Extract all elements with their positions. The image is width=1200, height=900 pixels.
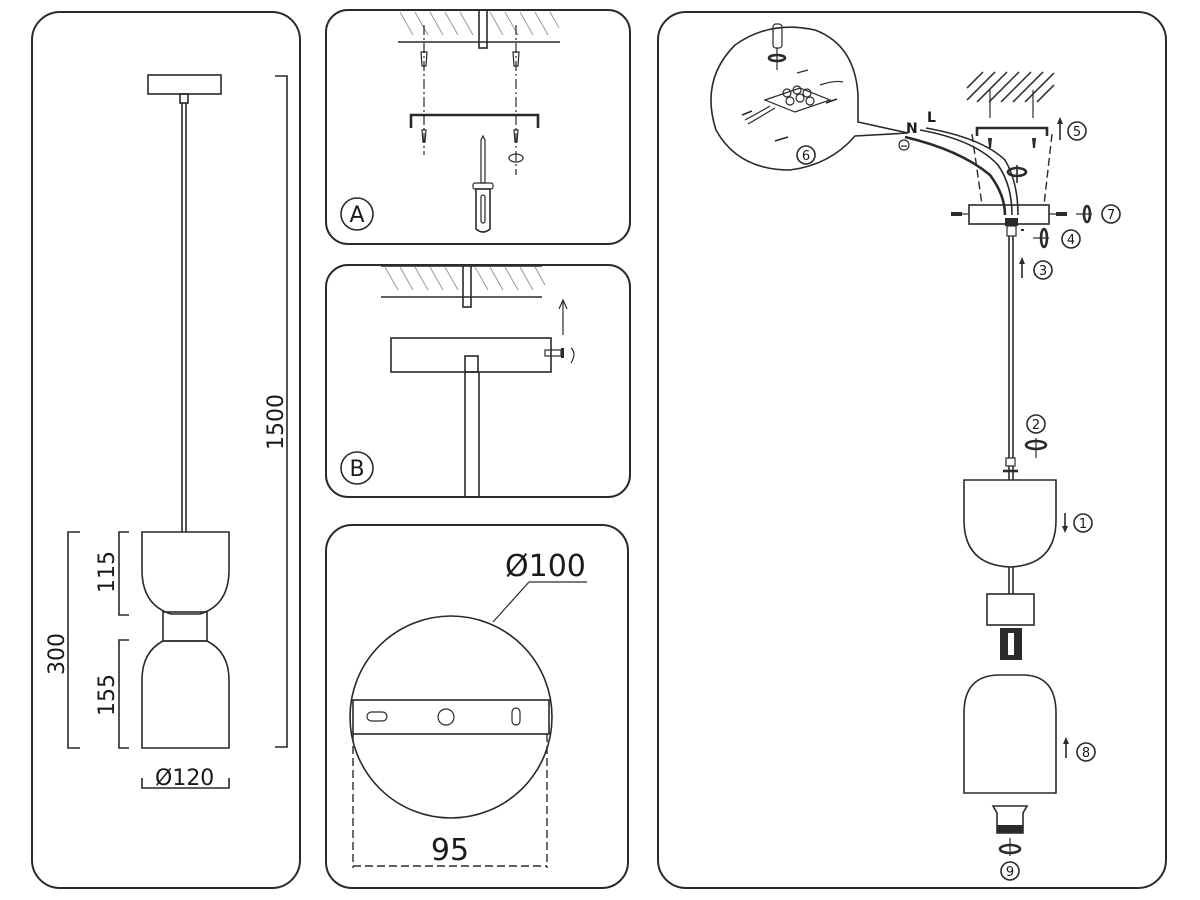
lower-shade xyxy=(141,640,230,749)
dim-upper-shade: 115 xyxy=(95,551,120,593)
wall-anchor-icon xyxy=(512,51,520,67)
step-4-badge xyxy=(1061,229,1081,249)
assembly-panel: 6 5 N L xyxy=(657,11,1167,889)
ceiling-hatch xyxy=(966,71,1055,103)
dim-line-upper xyxy=(118,531,129,616)
step-9-label: 9 xyxy=(1006,865,1014,880)
mounting-strip xyxy=(352,699,550,735)
screwdriver-icon xyxy=(772,23,783,70)
lamp-socket xyxy=(986,593,1035,626)
upper-shade xyxy=(141,531,230,615)
screw-icon xyxy=(513,129,519,143)
ceiling-hatch xyxy=(384,266,546,291)
side-screw-icon xyxy=(951,212,962,216)
cable-grip xyxy=(1006,225,1017,237)
step-6-badge xyxy=(796,145,816,165)
screw-icon xyxy=(988,138,992,148)
step-b-label: B xyxy=(349,457,364,482)
insert-arrow-icon xyxy=(774,136,789,142)
screw-icon xyxy=(421,129,427,143)
insert-arrow-icon xyxy=(825,98,838,104)
canopy-circle xyxy=(349,615,553,819)
ceiling-wire-hole xyxy=(478,9,488,49)
mounting-bracket xyxy=(409,113,540,128)
cord-grip xyxy=(1005,457,1016,467)
dim-shade-diameter: Ø120 xyxy=(155,766,214,791)
step-a-label: A xyxy=(349,203,364,228)
insert-arrow-icon xyxy=(796,69,809,74)
canopy-grip xyxy=(179,93,189,104)
step-5-badge xyxy=(1067,121,1087,141)
wiring-detail-bubble xyxy=(710,26,909,171)
step-b-panel: B xyxy=(325,264,631,498)
slot-hole xyxy=(511,707,521,726)
screwdriver-icon xyxy=(472,134,494,233)
ceiling-wire-hole xyxy=(462,264,472,308)
step-8-badge xyxy=(1076,742,1096,762)
cable-gland xyxy=(1005,218,1018,226)
dim-line-total xyxy=(275,75,288,748)
dim-total-length: 1500 xyxy=(264,394,289,450)
upper-shade xyxy=(963,479,1057,568)
neutral-wire-label: N xyxy=(906,121,918,137)
screw-icon xyxy=(1032,138,1036,148)
step-b-badge xyxy=(340,451,374,485)
ground-symbol-icon xyxy=(898,139,910,151)
wall-anchor-icon xyxy=(420,51,428,67)
canopy-diameter: Ø100 xyxy=(505,549,586,584)
step-8-label: 8 xyxy=(1082,746,1090,761)
rotate-arrow-icon xyxy=(767,53,787,63)
leader-line xyxy=(492,581,530,623)
dim-line-lower xyxy=(118,639,129,749)
step-3-label: 3 xyxy=(1039,264,1047,279)
rotate-arrow-icon xyxy=(508,153,524,163)
step-7-label: 7 xyxy=(1107,208,1115,223)
step-7-badge xyxy=(1101,204,1121,224)
step-a-panel: A xyxy=(325,9,631,245)
step-1-badge xyxy=(1073,513,1093,533)
ground-wire xyxy=(904,135,1007,216)
step-a-badge xyxy=(340,197,374,231)
side-screw-icon xyxy=(1056,212,1067,216)
step-2-label: 2 xyxy=(1032,418,1040,433)
canopy-grip xyxy=(464,355,479,373)
step-6-label: 6 xyxy=(802,149,810,164)
live-wire-label: L xyxy=(927,110,936,126)
step-2-badge xyxy=(1026,414,1046,434)
slot-hole xyxy=(366,711,388,722)
rotate-arrow-icon xyxy=(570,347,575,364)
step-5-label: 5 xyxy=(1073,125,1081,140)
canopy-top-panel: Ø100 95 xyxy=(325,524,629,889)
step-1-label: 1 xyxy=(1079,517,1087,532)
step-9-badge xyxy=(1000,861,1020,881)
insert-arrow-icon xyxy=(741,110,753,116)
dim-line-diameter xyxy=(141,778,230,789)
live-wire xyxy=(919,129,1013,216)
dim-lower-shade: 155 xyxy=(95,674,120,716)
dim-line-lamp xyxy=(67,531,80,749)
terminal-block-icon xyxy=(744,80,844,125)
step-3-badge xyxy=(1033,260,1053,280)
center-hole xyxy=(437,708,455,726)
step-4-label: 4 xyxy=(1067,233,1075,248)
dim-lamp-height: 300 xyxy=(45,633,70,675)
lower-shade xyxy=(963,674,1057,794)
dimensions-panel: 1500 300 115 155 Ø120 xyxy=(31,11,301,889)
bracket-width: 95 xyxy=(431,833,469,868)
mounting-bracket xyxy=(975,126,1049,136)
